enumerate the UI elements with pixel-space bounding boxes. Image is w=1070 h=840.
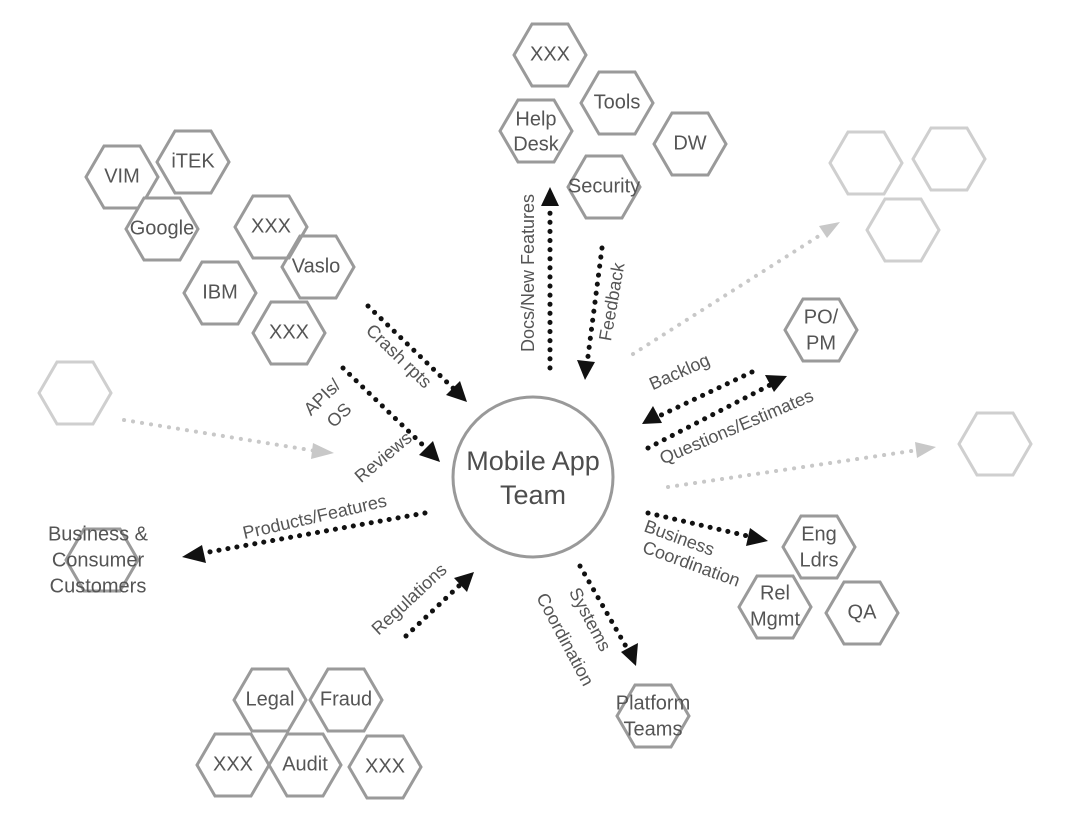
hex-security-label: Security <box>568 175 640 197</box>
hex-vaslo: Vaslo <box>280 234 356 300</box>
hex-itek: iTEK <box>155 129 231 195</box>
hex-po-pm-label-line1: PO/ <box>804 306 839 328</box>
hex-fraud: Fraud <box>308 667 384 733</box>
hex-google-label: Google <box>130 217 195 239</box>
hex-xxx-top-label: XXX <box>530 43 570 65</box>
hex-rel-label-line1: Rel <box>760 582 790 604</box>
hex-dw: DW <box>652 111 728 177</box>
hex-eng-ldrs: Eng Ldrs <box>781 514 857 580</box>
flow-reviews: Reviews <box>351 428 416 487</box>
hex-qa: QA <box>824 580 900 646</box>
flow-docs-new-features: Docs/New Features <box>518 194 538 352</box>
center-label-line2: Team <box>500 480 566 510</box>
hex-help-label-line2: Desk <box>513 133 560 155</box>
flow-products-features: Products/Features <box>241 490 389 543</box>
hex-help-desk: Help Desk <box>498 98 574 164</box>
hex-google: Google <box>124 196 200 262</box>
flow-backlog: Backlog <box>646 350 713 394</box>
flow-crash-rpts: Crash rpts <box>362 320 436 392</box>
hex-vaslo-label: Vaslo <box>292 255 341 277</box>
hex-eng-label-line2: Ldrs <box>800 549 839 571</box>
hex-audit: Audit <box>267 732 343 798</box>
mobile-app-team-node: Mobile App Team <box>451 395 615 559</box>
hex-xxx-bl: XXX <box>195 732 271 798</box>
faint-arrows <box>122 222 936 489</box>
hex-security: Security <box>566 154 642 220</box>
hex-fraud-label: Fraud <box>320 688 372 710</box>
hex-legal: Legal <box>232 667 308 733</box>
hex-xxx-mid: XXX <box>233 194 309 260</box>
hex-xxx-br-label: XXX <box>365 755 405 777</box>
release-cluster: Eng Ldrs Rel Mgmt QA <box>737 514 900 646</box>
flow-questions-estimates: Questions/Estimates <box>657 385 817 468</box>
hex-itek-label: iTEK <box>171 150 215 172</box>
flow-regulations: Regulations <box>368 559 451 638</box>
hex-vim: VIM <box>84 144 160 210</box>
customers-label-line1: Business & <box>48 523 149 545</box>
vendor-cluster: VIM iTEK Google XXX IBM XXX Vaslo <box>84 129 356 366</box>
customers-label-line2: Consumer <box>52 549 145 571</box>
hex-ibm: IBM <box>182 260 258 326</box>
hex-po-pm: PO/ PM <box>783 297 859 363</box>
hex-po-pm-label-line2: PM <box>806 332 836 354</box>
hex-audit-label: Audit <box>282 753 328 775</box>
hex-eng-label-line1: Eng <box>801 523 837 545</box>
hex-ibm-label: IBM <box>202 281 238 303</box>
hex-dw-label: DW <box>673 132 706 154</box>
center-label-line1: Mobile App <box>466 446 600 476</box>
hex-xxx-low: XXX <box>251 300 327 366</box>
hex-rel-label-line2: Mgmt <box>750 608 800 630</box>
hex-platform-label-line1: Platform <box>616 692 690 714</box>
hex-rel-mgmt: Rel Mgmt <box>737 574 813 640</box>
hex-legal-label: Legal <box>246 688 295 710</box>
hex-vim-label: VIM <box>104 165 140 187</box>
hex-qa-label: QA <box>848 601 878 623</box>
hex-xxx-bl-label: XXX <box>213 753 253 775</box>
hex-tools-label: Tools <box>594 91 641 113</box>
flow-arrows <box>182 187 787 666</box>
flow-feedback: Feedback <box>595 260 629 342</box>
hex-help-label-line1: Help <box>515 108 556 130</box>
compliance-cluster: Legal Fraud XXX Audit XXX <box>195 667 423 800</box>
support-cluster: XXX Tools DW Help Desk Security <box>498 22 728 220</box>
hex-xxx-low-label: XXX <box>269 321 309 343</box>
hex-xxx-mid-label: XXX <box>251 215 291 237</box>
customers-node: Business & Consumer Customers <box>48 523 149 597</box>
hex-tools: Tools <box>579 70 655 136</box>
hex-platform-label-line2: Teams <box>624 718 683 740</box>
hex-platform-teams: Platform Teams <box>615 683 691 749</box>
hex-xxx-br: XXX <box>347 734 423 800</box>
hex-xxx-top: XXX <box>512 22 588 88</box>
customers-label-line3: Customers <box>50 575 147 597</box>
